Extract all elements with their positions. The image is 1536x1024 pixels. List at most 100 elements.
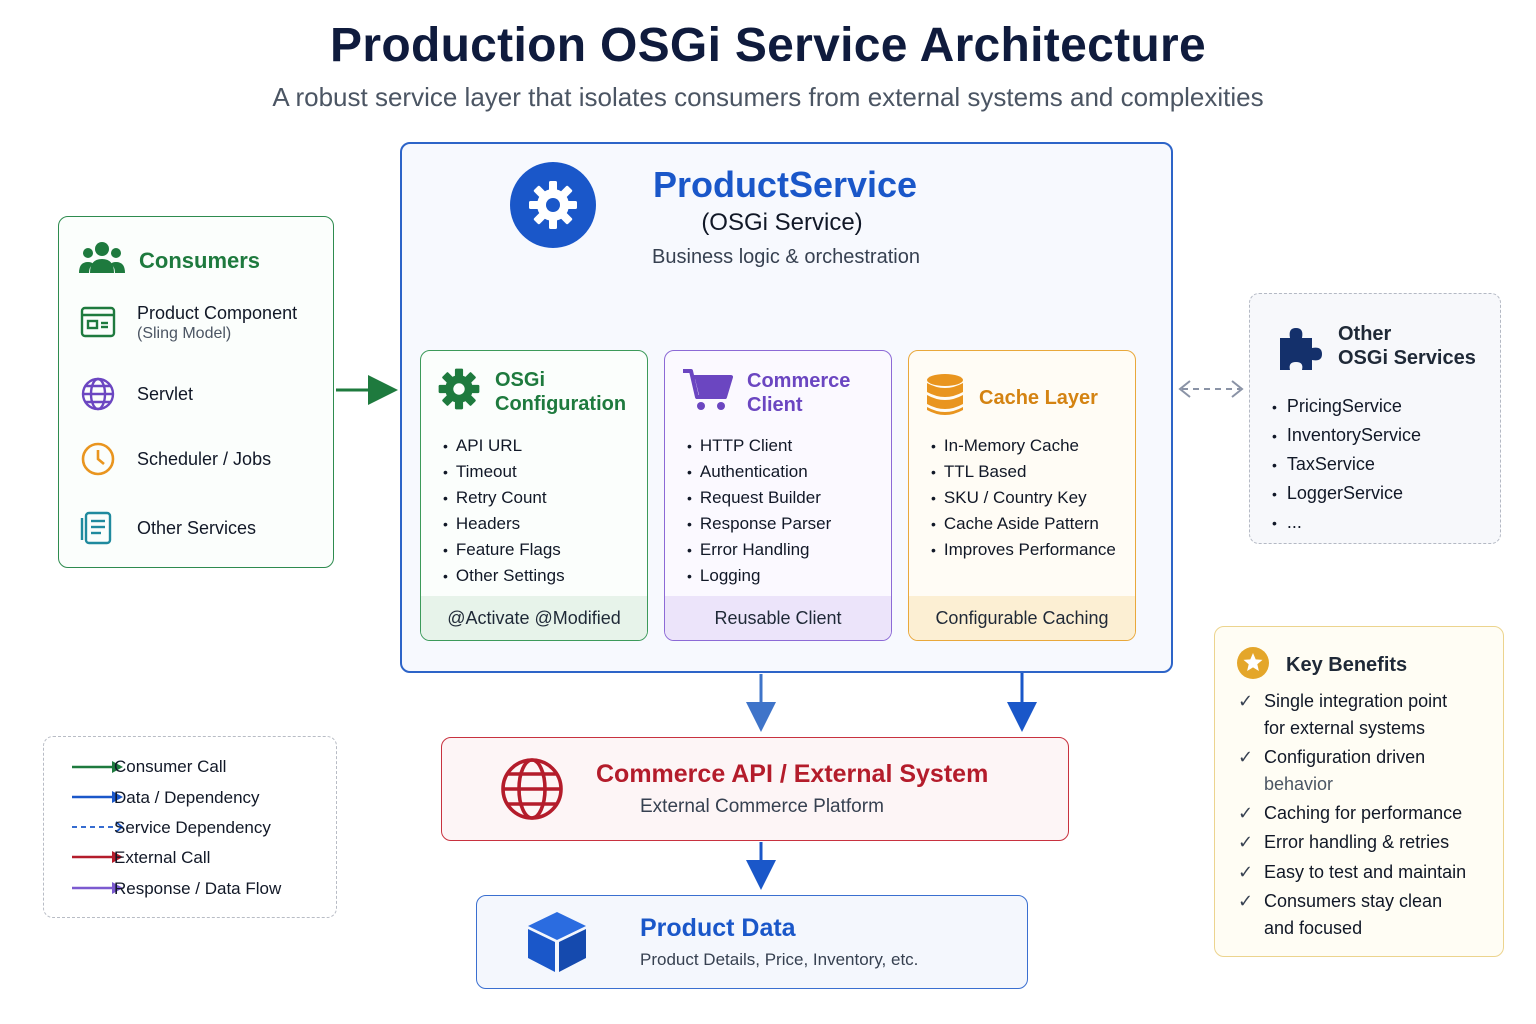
product-service-description: Business logic & orchestration: [652, 246, 920, 268]
cache-layer-list: In-Memory Cache TTL Based SKU / Country …: [931, 433, 1116, 563]
legend-label: External Call: [114, 848, 211, 867]
benefit-text: Caching for performance: [1264, 800, 1494, 827]
legend-arrow-service-dependency: [72, 821, 124, 833]
commerce-api-title: Commerce API / External System: [596, 760, 989, 788]
benefit-text: Configuration driven behavior: [1264, 744, 1494, 798]
title-line: OSGi Services: [1338, 347, 1476, 369]
list-item: Error Handling: [687, 537, 831, 563]
list-item: API URL: [443, 433, 565, 459]
users-icon: [79, 239, 125, 282]
other-services-link: [1178, 380, 1244, 398]
title-line: Client: [747, 393, 803, 416]
osgi-configuration-list: API URL Timeout Retry Count Headers Feat…: [443, 433, 565, 589]
commerce-client-header: Commerce Client: [681, 367, 850, 418]
commerce-client-title: Commerce Client: [747, 369, 850, 417]
benefit-line: Configuration driven: [1264, 747, 1426, 767]
legend-item: Service Dependency: [114, 818, 271, 838]
list-item: Other Settings: [443, 563, 565, 589]
list-item: InventoryService: [1272, 421, 1421, 450]
legend-panel: Consumer Call Data / Dependency Service …: [43, 736, 337, 918]
list-item: Retry Count: [443, 485, 565, 511]
commerce-client-footer: Reusable Client: [665, 596, 891, 640]
list-item: Headers: [443, 511, 565, 537]
database-icon: [925, 373, 965, 422]
key-benefits-panel: [1214, 626, 1504, 957]
list-item: SKU / Country Key: [931, 485, 1116, 511]
legend-arrow-response-flow: [72, 882, 123, 894]
external-globe-icon: [500, 757, 564, 826]
consumer-item-other-services: Other Services: [79, 509, 256, 547]
list-item: Cache Aside Pattern: [931, 511, 1116, 537]
document-icon: [79, 509, 117, 547]
list-item: ...: [1272, 508, 1421, 537]
other-osgi-services-panel: Other OSGi Services PricingService Inven…: [1249, 293, 1501, 544]
legend-item: Response / Data Flow: [114, 879, 281, 899]
legend-arrow-data-dependency: [72, 791, 123, 803]
cache-layer-card: Cache Layer In-Memory Cache TTL Based SK…: [908, 350, 1136, 641]
check-icon: ✓: [1238, 862, 1254, 882]
clock-icon: [79, 440, 117, 478]
check-icon: ✓: [1238, 891, 1254, 911]
consumer-item-product-component: Product Component (Sling Model): [79, 301, 297, 343]
list-item: TTL Based: [931, 459, 1116, 485]
list-item: In-Memory Cache: [931, 433, 1116, 459]
product-data-title: Product Data: [640, 914, 796, 942]
cache-layer-header: Cache Layer: [925, 373, 1098, 422]
product-service-subtitle: (OSGi Service): [701, 209, 863, 236]
legend-arrow-external-call: [72, 851, 123, 863]
consumer-label: Servlet: [137, 384, 194, 404]
cache-layer-footer: Configurable Caching: [909, 596, 1135, 640]
benefit-item: ✓ Configuration driven behavior: [1238, 744, 1494, 798]
osgi-configuration-header: OSGi Configuration: [437, 367, 626, 416]
check-icon: ✓: [1238, 691, 1254, 711]
check-icon: ✓: [1238, 747, 1254, 767]
list-item: LoggerService: [1272, 479, 1421, 508]
benefit-line: Single integration point: [1264, 691, 1448, 711]
commerce-client-card: Commerce Client HTTP Client Authenticati…: [664, 350, 892, 641]
benefit-text: Error handling & retries: [1264, 829, 1494, 856]
page-title: Production OSGi Service Architecture: [330, 19, 1206, 72]
benefit-line: Error handling & retries: [1264, 832, 1450, 852]
key-benefits-header: Key Benefits: [1236, 646, 1407, 685]
benefit-item: ✓ Easy to test and maintain: [1238, 859, 1494, 886]
benefit-line: Caching for performance: [1264, 803, 1463, 823]
list-item: TaxService: [1272, 450, 1421, 479]
legend-item: External Call: [114, 848, 210, 868]
consumers-panel: Consumers Product Component (Sling Model…: [58, 216, 334, 568]
benefit-line: and focused: [1264, 918, 1363, 938]
osgi-configuration-footer: @Activate @Modified: [421, 596, 647, 640]
page-subtitle: A robust service layer that isolates con…: [272, 82, 1264, 112]
product-service-title: ProductService: [652, 164, 918, 205]
benefit-text: Single integration point for external sys…: [1264, 688, 1494, 742]
list-item: Request Builder: [687, 485, 831, 511]
legend-label: Data / Dependency: [114, 788, 260, 807]
legend-arrows: [72, 761, 124, 894]
list-item: Improves Performance: [931, 537, 1116, 563]
title-line: Commerce: [747, 369, 851, 392]
check-icon: ✓: [1238, 803, 1254, 823]
benefit-text: Easy to test and maintain: [1264, 859, 1494, 886]
key-benefits-title: Key Benefits: [1286, 654, 1408, 676]
globe-icon: [79, 375, 117, 413]
consumers-header: Consumers: [79, 239, 260, 282]
consumer-item-servlet: Servlet: [79, 375, 193, 413]
benefit-line: Easy to test and maintain: [1264, 862, 1467, 882]
benefit-item: ✓ Caching for performance: [1238, 800, 1494, 827]
title-line: Configuration: [495, 392, 627, 415]
benefit-item: ✓ Single integration point for external sy…: [1238, 688, 1494, 742]
list-item: Timeout: [443, 459, 565, 485]
legend-label: Response / Data Flow: [114, 879, 282, 898]
list-item: Response Parser: [687, 511, 831, 537]
list-item: Authentication: [687, 459, 831, 485]
consumer-label: Scheduler / Jobs: [137, 449, 272, 469]
benefit-line: behavior: [1264, 774, 1334, 794]
osgi-configuration-card: OSGi Configuration API URL Timeout Retry…: [420, 350, 648, 641]
product-data-subtitle: Product Details, Price, Inventory, etc.: [640, 950, 919, 969]
star-icon: [1236, 646, 1270, 685]
commerce-client-list: HTTP Client Authentication Request Build…: [687, 433, 831, 589]
benefit-line: for external systems: [1264, 718, 1426, 738]
list-item: Feature Flags: [443, 537, 565, 563]
other-osgi-services-title: Other OSGi Services: [1338, 322, 1476, 370]
